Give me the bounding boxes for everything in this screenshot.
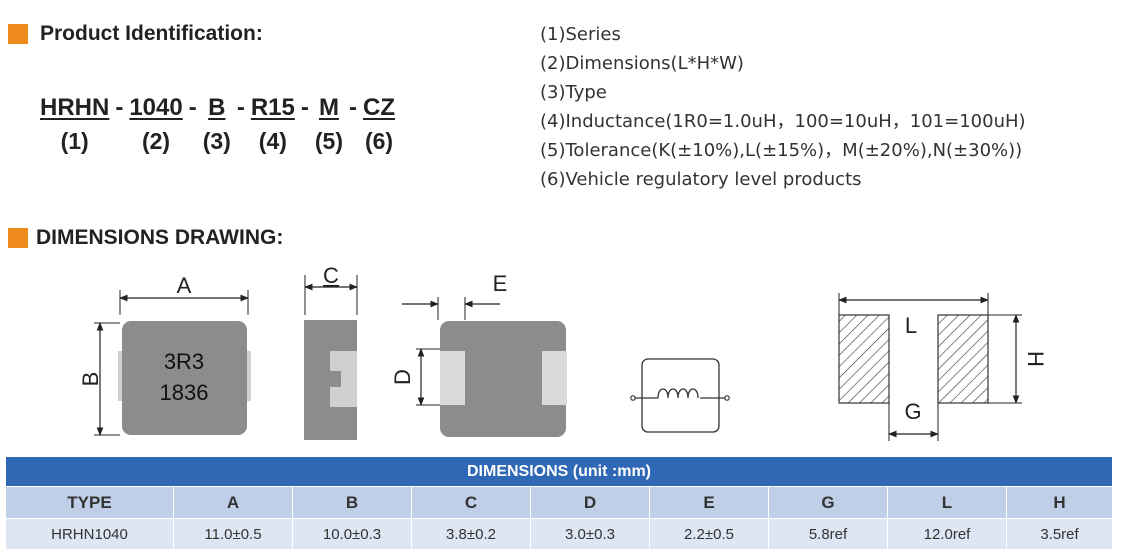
marking-line-2: 1836 [160, 380, 209, 405]
dimensions-drawing: A B 3R3 1836 C E D [78, 263, 1048, 441]
section-title: DIMENSIONS DRAWING: [36, 226, 284, 249]
table-cell: 10.0±0.3 [292, 518, 412, 550]
pn-code: M [318, 94, 339, 121]
column-header: G [768, 486, 888, 519]
orange-square-icon [8, 24, 28, 44]
pn-index: (1) [60, 128, 89, 154]
pn-code: 1040 [129, 94, 183, 121]
part-number-legend: (1)Series (2)Dimensions(L*H*W) (3)Type (… [540, 20, 1026, 194]
marking-line-1: 3R3 [164, 349, 204, 374]
label-c: C [323, 263, 339, 288]
pn-segment: R15 (4) [251, 93, 295, 156]
pn-segment: HRHN (1) [40, 93, 109, 156]
pn-segment: M (5) [315, 93, 343, 156]
table-cell: 12.0ref [887, 518, 1007, 550]
dimensions-table: DIMENSIONS (unit :mm) TYPE A B C D E G L… [5, 456, 1113, 550]
column-header: L [887, 486, 1007, 519]
column-header: B [292, 486, 412, 519]
pn-separator: - [188, 94, 197, 121]
pad-hatched-left [838, 314, 890, 404]
legend-item: (3)Type [540, 82, 607, 103]
label-h: H [1023, 351, 1048, 367]
legend-item: (6)Vehicle regulatory level products [540, 169, 862, 190]
pn-code: CZ [363, 94, 395, 121]
label-a: A [177, 273, 192, 298]
pn-separator: - [349, 94, 357, 121]
table-cell: 3.5ref [1006, 518, 1113, 550]
product-identification-heading: Product Identification: [8, 22, 263, 46]
pn-index: (2) [141, 128, 171, 154]
column-header: E [649, 486, 769, 519]
column-header: TYPE [5, 486, 174, 519]
legend-item: (2)Dimensions(L*H*W) [540, 53, 744, 74]
section-title: Product Identification: [40, 22, 263, 45]
label-d: D [390, 369, 415, 385]
pad-left [440, 351, 465, 405]
pn-segment: CZ (6) [363, 93, 395, 156]
table-cell: 3.0±0.3 [530, 518, 650, 550]
pn-code: HRHN [40, 94, 110, 121]
land-pattern: L G H [838, 293, 1048, 441]
bottom-view: E D [390, 271, 567, 437]
legend-item: (5)Tolerance(K(±10%),L(±15%)，M(±20%),N(±… [540, 140, 1023, 161]
table-caption: DIMENSIONS (unit :mm) [5, 456, 1113, 487]
pn-segment: 1040 (2) [129, 93, 182, 156]
inductor-symbol [630, 358, 730, 433]
pn-code: B [208, 94, 226, 121]
pn-code: R15 [250, 94, 295, 121]
column-header: H [1006, 486, 1113, 519]
table-cell: 3.8±0.2 [411, 518, 531, 550]
table-cell: 5.8ref [768, 518, 888, 550]
label-b: B [78, 372, 103, 387]
pad-right [542, 351, 567, 405]
table-cell: 11.0±0.5 [173, 518, 293, 550]
column-header: C [411, 486, 531, 519]
label-g: G [904, 399, 921, 424]
pn-index: (5) [314, 128, 343, 154]
side-view: C [304, 263, 358, 440]
column-header: D [530, 486, 650, 519]
table-header-row: TYPE A B C D E G L H [5, 486, 1113, 519]
label-e: E [493, 271, 508, 296]
dimensions-drawing-heading: DIMENSIONS DRAWING: [8, 226, 283, 250]
pn-index: (6) [364, 128, 394, 154]
table-row: HRHN1040 11.0±0.5 10.0±0.3 3.8±0.2 3.0±0… [5, 518, 1113, 550]
pn-index: (3) [202, 128, 231, 154]
bottom-body [440, 321, 566, 437]
table-cell: 2.2±0.5 [649, 518, 769, 550]
pn-segment: B (3) [203, 93, 231, 156]
legend-item: (4)Inductance(1R0=1.0uH，100=10uH，101=100… [540, 111, 1026, 132]
pn-index: (4) [258, 128, 287, 154]
pad-hatched-right [937, 314, 989, 404]
part-number-breakdown: HRHN (1) - 1040 (2) - B (3) - R15 (4) - … [40, 93, 395, 156]
label-l: L [905, 313, 917, 338]
orange-square-icon [8, 228, 28, 248]
pn-separator: - [236, 94, 245, 121]
legend-item: (1)Series [540, 24, 621, 45]
table-cell: HRHN1040 [5, 518, 174, 550]
pn-separator: - [115, 94, 124, 121]
inductor-body [122, 321, 247, 435]
top-view: A B 3R3 1836 [78, 273, 251, 436]
pn-separator: - [300, 94, 309, 121]
column-header: A [173, 486, 293, 519]
